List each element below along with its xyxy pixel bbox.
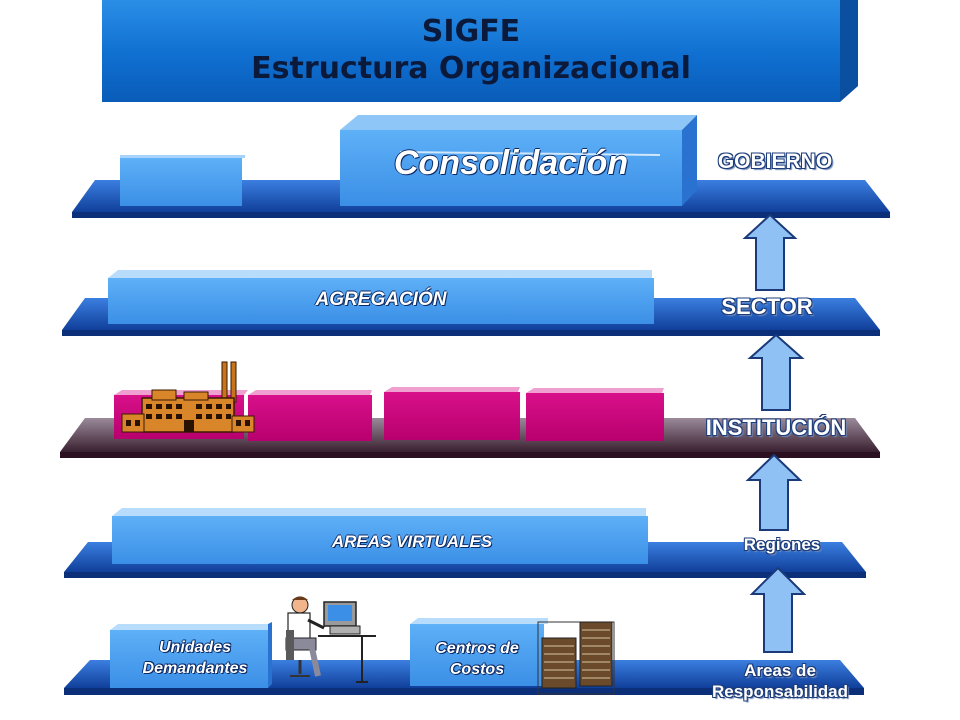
unidades-demandantes-line-2: Demandantes <box>142 660 248 677</box>
centros-costos-label: Centros de Costos <box>410 638 544 680</box>
consolidacion-label: Consolidación <box>393 144 629 182</box>
centros-costos-line-1: Centros de <box>435 640 519 657</box>
document-stacks-icon <box>537 621 615 695</box>
up-arrow-icon <box>745 453 803 531</box>
title-block: SIGFE Estructura Organizacional <box>102 0 840 102</box>
up-arrow-icon <box>747 333 805 411</box>
unidades-demandantes-block <box>110 622 272 688</box>
level-areas-responsabilidad: Areas de Responsabilidad <box>690 660 870 702</box>
title-line-2: Estructura Organizacional <box>251 51 691 86</box>
institution-block-4 <box>526 388 664 441</box>
gobierno-small-block <box>120 155 245 206</box>
up-arrow-icon <box>742 213 798 291</box>
areas-virtuales-label: AREAS VIRTUALES <box>331 532 493 551</box>
level-areas-line-1: Areas de <box>744 661 816 680</box>
up-arrow-icon <box>749 566 807 653</box>
unidades-demandantes-label: Unidades Demandantes <box>110 637 280 679</box>
agregacion-label: AGREGACIÓN <box>315 289 447 310</box>
level-areas-line-2: Responsabilidad <box>711 682 849 701</box>
centros-costos-line-2: Costos <box>449 661 505 678</box>
institution-block-3 <box>384 387 520 440</box>
level-institucion: INSTITUCIÓN <box>705 415 847 440</box>
level-gobierno: GOBIERNO <box>717 150 833 173</box>
factory-icon <box>121 361 255 433</box>
title-line-1: SIGFE <box>421 14 521 49</box>
areas-virtuales-block <box>112 508 648 564</box>
worker-at-computer-icon <box>285 596 376 683</box>
level-sector: SECTOR <box>721 294 813 319</box>
level-regiones: Regiones <box>743 535 821 554</box>
centros-costos-block <box>410 618 548 686</box>
unidades-demandantes-line-1: Unidades <box>158 639 231 656</box>
agregacion-block <box>108 270 654 324</box>
institution-block-2 <box>248 390 372 441</box>
consolidacion-block <box>340 115 697 206</box>
